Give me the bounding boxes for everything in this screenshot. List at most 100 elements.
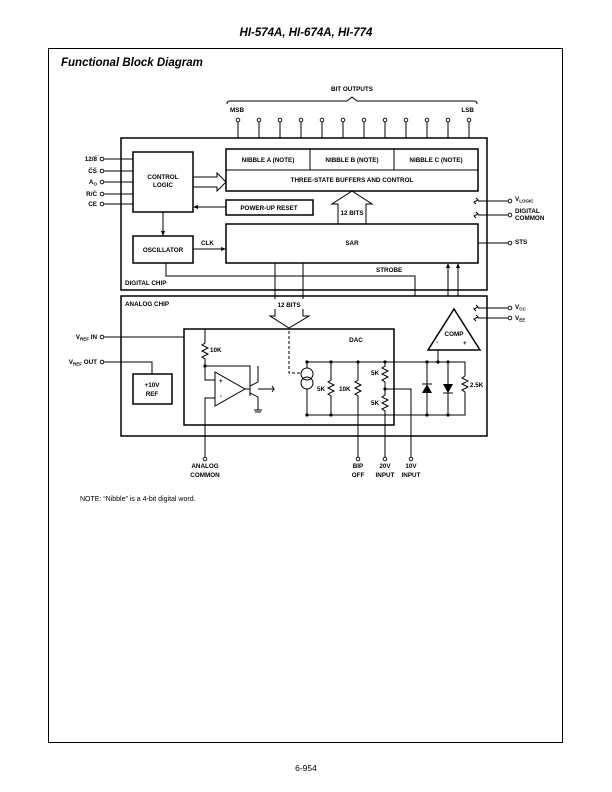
r-5k-upper-label: 5K bbox=[371, 370, 380, 377]
pin-ce-label: CE bbox=[88, 201, 97, 208]
bit-output-pin bbox=[403, 117, 409, 123]
diagram-title: Functional Block Diagram bbox=[61, 57, 203, 69]
bit-output-pin bbox=[382, 117, 388, 123]
pin-vref-in bbox=[99, 334, 105, 340]
r-5k-lower-label: 5K bbox=[371, 400, 380, 407]
pin-digital-common-label-1: DIGITAL bbox=[515, 208, 540, 215]
pin-20v-input-label-2: INPUT bbox=[376, 472, 395, 479]
resistor-5k-upper bbox=[380, 362, 390, 389]
dac-label: DAC bbox=[349, 337, 363, 344]
dac-block bbox=[183, 328, 395, 426]
control-logic-label-1: CONTROL bbox=[147, 174, 178, 181]
digital-chip-label: DIGITAL CHIP bbox=[125, 280, 166, 287]
bit-output-pin bbox=[298, 117, 304, 123]
ref-label-2: REF bbox=[146, 391, 159, 398]
pin-rc-label: R/C̅ bbox=[86, 190, 97, 198]
pin-10v-input-label-2: INPUT bbox=[402, 472, 421, 479]
bit-output-pin bbox=[319, 117, 325, 123]
bit-output-pin bbox=[340, 117, 346, 123]
pin-bip-off bbox=[355, 456, 361, 462]
left-pin-wires bbox=[102, 158, 133, 205]
sar-to-buffers-arrow bbox=[330, 190, 374, 224]
oscillator-label: OSCILLATOR bbox=[143, 247, 184, 254]
pin-12-8-label: 12/8̅ bbox=[85, 155, 99, 163]
pin-ce bbox=[99, 201, 105, 207]
control-to-buffers-arrow bbox=[193, 171, 227, 193]
bit-outputs-label: BIT OUTPUTS bbox=[331, 86, 373, 93]
bit-output-pin bbox=[256, 117, 262, 123]
bit-output-pin bbox=[235, 117, 241, 123]
resistor-10k-top bbox=[200, 329, 210, 366]
pin-vref-in-label: VREF IN bbox=[76, 334, 98, 342]
sar-label: SAR bbox=[345, 240, 359, 247]
lsb-label: LSB bbox=[461, 107, 474, 114]
bit-outputs-brace bbox=[226, 96, 478, 105]
diode-2 bbox=[443, 384, 453, 393]
sar-to-dac-arrow bbox=[268, 263, 311, 329]
r-5k-left-label: 5K bbox=[317, 386, 326, 393]
strobe-label: STROBE bbox=[376, 267, 402, 274]
pin-vlogic-label: VLOGIC bbox=[515, 196, 534, 204]
pin-vee-label: VEE bbox=[515, 315, 525, 323]
resistor-2-5k bbox=[448, 375, 470, 416]
pin-cs bbox=[99, 168, 105, 174]
bit-output-pin bbox=[277, 117, 283, 123]
pin-vcc-label: VCC bbox=[515, 304, 526, 312]
pin-cs-label: C̅S̅ bbox=[88, 167, 97, 175]
pin-a0-label: AO bbox=[89, 179, 98, 187]
pin-a0 bbox=[99, 179, 105, 185]
clk-label: CLK bbox=[201, 240, 214, 247]
comp-plus-label: + bbox=[463, 340, 467, 347]
nibble-b-label: NIBBLE B (NOTE) bbox=[325, 157, 378, 164]
pin-analog-common-label-1: ANALOG bbox=[191, 463, 218, 470]
reference-amplifier bbox=[214, 371, 247, 407]
r-10k-mid-label: 10K bbox=[339, 386, 351, 393]
comp-minus-label: - bbox=[436, 339, 438, 346]
nibble-a-label: NIBBLE A (NOTE) bbox=[242, 157, 295, 164]
power-up-reset-label: POWER-UP RESET bbox=[240, 205, 297, 212]
nibble-c-label: NIBBLE C (NOTE) bbox=[409, 157, 462, 164]
control-logic-label-2: LOGIC bbox=[153, 182, 173, 189]
nibble-note: NOTE: “Nibble” is a 4-bit digital word. bbox=[80, 496, 196, 503]
msb-label: MSB bbox=[230, 107, 244, 114]
r-2-5k-label: 2.5K bbox=[470, 382, 484, 389]
page-number: 6-954 bbox=[295, 763, 317, 773]
pin-vcc bbox=[507, 305, 513, 311]
bit-output-pin bbox=[424, 117, 430, 123]
buffers-label: THREE-STATE BUFFERS AND CONTROL bbox=[291, 177, 414, 184]
pin-bip-off-label-2: OFF bbox=[352, 472, 365, 479]
analog-chip-label: ANALOG CHIP bbox=[125, 301, 169, 308]
pin-10v-input-label-1: 10V bbox=[405, 463, 417, 470]
pin-10v-input bbox=[408, 456, 414, 462]
pin-bip-off-label-1: BIP bbox=[353, 463, 364, 470]
pin-sts-label: STS bbox=[515, 239, 527, 246]
digital-12-bits-label: 12 BITS bbox=[340, 210, 363, 217]
diagram-frame bbox=[48, 48, 563, 743]
bit-output-pin bbox=[361, 117, 367, 123]
r-10k-top-label: 10K bbox=[210, 347, 222, 354]
pin-rc bbox=[99, 191, 105, 197]
bit-output-pin bbox=[466, 117, 472, 123]
pin-digital-common-label-2: COMMON bbox=[515, 215, 545, 222]
pin-vref-out-label: VREF OUT bbox=[69, 359, 97, 367]
pin-vref-out bbox=[99, 359, 105, 365]
resistor-5k-left bbox=[326, 362, 336, 415]
pin-analog-common-label-2: COMMON bbox=[190, 472, 220, 479]
pin-vee bbox=[507, 315, 513, 321]
reference-block bbox=[132, 373, 173, 405]
comp-label: COMP bbox=[445, 331, 464, 338]
pin-20v-input-label-1: 20V bbox=[379, 463, 391, 470]
amp-minus-label: - bbox=[220, 393, 222, 400]
analog-12-bits-label: 12 BITS bbox=[277, 302, 300, 309]
pin-digital-common bbox=[507, 212, 513, 218]
pin-analog-common bbox=[202, 456, 208, 462]
resistor-10k-mid bbox=[353, 362, 363, 457]
bit-output-pin bbox=[445, 117, 451, 123]
pin-20v-input bbox=[382, 456, 388, 462]
diode-1 bbox=[422, 384, 432, 393]
amp-plus-label: + bbox=[219, 378, 223, 385]
pin-vlogic bbox=[507, 198, 513, 204]
pin-12-8 bbox=[99, 156, 105, 162]
pin-sts bbox=[507, 240, 513, 246]
